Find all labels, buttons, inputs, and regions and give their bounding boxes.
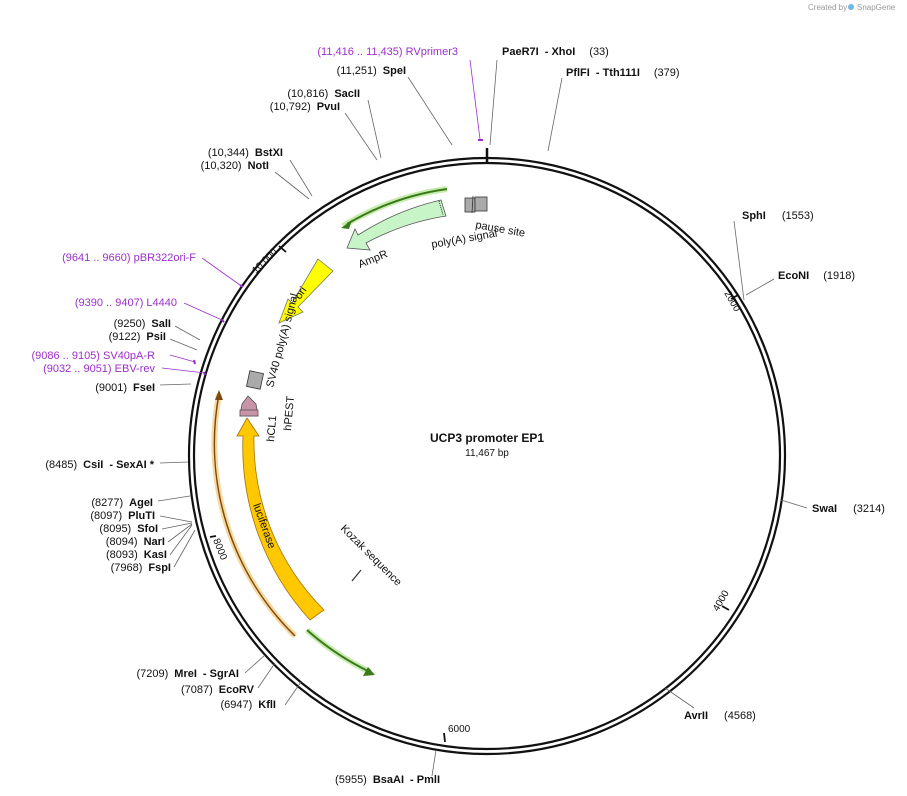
ampr-dotted [438,200,444,216]
luciferase-label: luciferase [250,502,277,550]
enzyme-paer7i: PaeR7I- XhoI(33) [502,46,609,58]
sv40-polya-box [246,370,264,390]
kozak-mark [351,569,362,582]
polya-divider [471,195,474,214]
polya-signal-box [464,197,476,213]
enzyme-bstxi: (10,344)BstXI [208,147,283,159]
hpest-label: hPEST [282,395,297,431]
enzyme-agei: (8277)AgeI [91,497,153,509]
enzyme-labels: PaeR7I- XhoI(33) PflFI- Tth111I(379) (11… [45,46,885,786]
enzyme-pluti: (8097)PluTI [90,510,155,522]
enzyme-fspi: (7968)FspI [111,562,171,574]
credit-prefix: Created by [808,3,847,12]
enzyme-sali: (9250)SalI [114,318,171,330]
ampr-arrow [346,199,447,251]
primer-labels: (11,416 .. 11,435) RVprimer3 (9641 .. 96… [31,46,458,375]
tick-label-6000: 6000 [448,724,471,735]
enzyme-fsei: (9001)FseI [95,382,155,394]
enzyme-spei: (11,251)SpeI [337,65,406,77]
enzyme-psii: (9122)PsiI [109,331,166,343]
ori-label: ori [293,285,310,302]
tick-6000 [443,732,446,743]
primer-sv40pa-r: (9086 .. 9105) SV40pA-R [31,350,155,362]
tick-label-2000: 2000 [721,289,742,314]
top-green-arc [346,188,448,225]
primer-leader-lines [161,59,483,376]
polya-signal-label: poly(A) signal [430,228,498,251]
primer-pbr322ori-f: (9641 .. 9660) pBR322ori-F [62,252,196,264]
enzyme-csii: (8485)CsiI- SexAI * [45,459,154,471]
pause-site-box [474,196,488,212]
sv40-label: SV40 poly(A) signal [264,292,301,388]
plasmid-size: 11,467 bp [465,448,509,459]
hcl1-box [239,409,259,417]
credit-brand: SnapGene [857,3,896,12]
tick-2000 [730,294,739,300]
enzyme-sfoi: (8095)SfoI [99,523,158,535]
primer-rvprimer3: (11,416 .. 11,435) RVprimer3 [317,46,458,58]
tick-label-10000: 10,000 [250,246,280,276]
enzyme-ecorv: (7087)EcoRV [181,684,255,696]
plasmid-name: UCP3 promoter EP1 [430,431,544,445]
kozak-label: Kozak sequence [338,523,404,589]
enzyme-nari: (8094)NarI [106,536,165,548]
enzyme-avrii: AvrII(4568) [684,710,756,722]
ori-arrow [278,258,334,324]
bottom-green-arc [306,629,369,672]
enzyme-noti: (10,320)NotI [201,160,269,172]
enzyme-pflfi: PflFI- Tth111I(379) [566,67,680,79]
left-orange-arrowhead [215,390,223,400]
enzyme-pvui: (10,792)PvuI [270,101,340,113]
bottom-green-arc-halo [305,627,372,675]
tick-8000 [209,535,217,538]
enzyme-sacii: (10,816)SacII [287,88,360,100]
tick-10000 [278,245,287,253]
enzyme-mrei: (7209)MreI- SgrAI [137,668,240,680]
luciferase-arrow [236,417,325,621]
left-orange-arc [213,393,296,637]
primer-ebv-rev: (9032 .. 9051) EBV-rev [43,363,155,375]
hcl1-label: hCL1 [265,415,279,442]
enzyme-leader-lines [157,59,808,777]
enzyme-kfli: (6947)KflI [220,699,276,711]
enzyme-sphi: SphI(1553) [742,210,814,222]
enzyme-econi: EcoNI(1918) [778,270,855,282]
enzyme-bsaai: (5955)BsaAI- PmlI [335,774,440,786]
tick-4000 [721,605,730,611]
top-green-arrowhead [341,220,352,229]
enzyme-kasi: (8093)KasI [106,549,167,561]
snapgene-logo-icon [848,4,854,10]
enzyme-swai: SwaI(3214) [812,503,885,515]
primer-l4440: (9390 .. 9407) L4440 [75,297,177,309]
ampr-label: AmpR [357,248,390,271]
bottom-green-arrowhead [363,667,375,676]
